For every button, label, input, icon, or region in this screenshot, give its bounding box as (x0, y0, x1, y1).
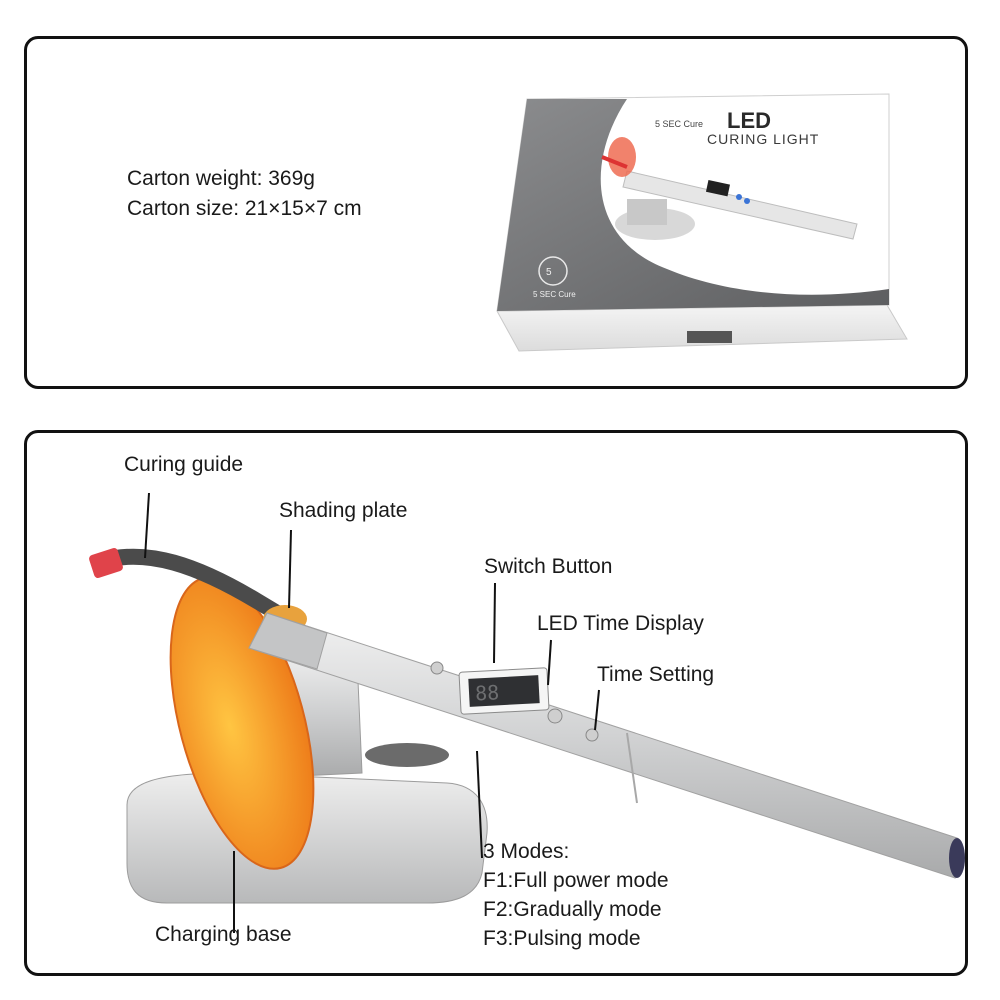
label-led-time-display: LED Time Display (537, 612, 704, 635)
label-charging-base: Charging base (155, 923, 292, 946)
box-line1-big: LED (727, 108, 771, 133)
label-modes-title: 3 Modes: (483, 840, 570, 863)
carton-weight: Carton weight: 369g (127, 167, 315, 190)
label-time-setting: Time Setting (597, 663, 715, 686)
svg-text:88: 88 (474, 680, 499, 705)
label-mode-f1: F1:Full power mode (483, 869, 669, 892)
curing-guide-tip (89, 547, 123, 579)
label-mode-f2: F2:Gradually mode (483, 898, 662, 921)
label-switch-button: Switch Button (484, 555, 613, 578)
box-line2: CURING LIGHT (707, 131, 819, 147)
carton-size: Carton size: 21×15×7 cm (127, 197, 362, 220)
svg-text:5: 5 (546, 267, 552, 278)
carton-box-illustration: 5 SEC Cure LED CURING LIGHT 5 5 SEC Cure (496, 93, 908, 352)
time-setting-button[interactable] (585, 728, 599, 742)
box-badge-icon (538, 256, 568, 286)
carton-panel: Carton weight: 369g Carton size: 21×15×7… (24, 36, 968, 389)
label-shading-plate: Shading plate (279, 499, 408, 522)
device-panel: 88 Curing guide Shading plate Switch But… (24, 430, 968, 976)
label-mode-f3: F3:Pulsing mode (483, 927, 641, 950)
mode-button[interactable] (547, 708, 563, 724)
power-button[interactable] (430, 661, 444, 675)
box-line1-small: 5 SEC Cure (655, 119, 703, 129)
curing-light-illustration: 88 (89, 492, 965, 933)
label-curing-guide: Curing guide (124, 453, 244, 476)
box-badge-text: 5 SEC Cure (533, 290, 576, 299)
